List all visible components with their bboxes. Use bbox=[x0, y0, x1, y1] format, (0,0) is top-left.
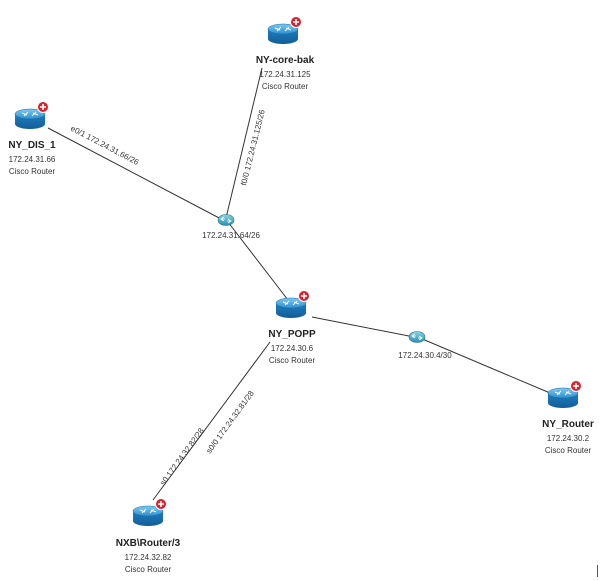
links-layer bbox=[47, 67, 551, 501]
add-badge-icon[interactable] bbox=[298, 290, 310, 302]
device-name-nxb-router-3: NXB\Router/3 bbox=[116, 538, 181, 549]
link-label-s0: s0 172.24.32.82/28 bbox=[158, 426, 206, 487]
link-label-s0-0: s0/0 172.24.32.81/28 bbox=[204, 389, 256, 456]
scroll-edge-marker bbox=[597, 565, 598, 577]
add-badge-icon[interactable] bbox=[570, 380, 582, 392]
link-ny-core-bak-to-net-31-64[interactable] bbox=[225, 67, 263, 219]
link-net-30-4-to-ny-router[interactable] bbox=[419, 337, 551, 394]
add-badge-icon[interactable] bbox=[290, 16, 302, 28]
device-name-ny-dis-1: NY_DIS_1 bbox=[8, 140, 56, 151]
device-ip-nxb-router-3: 172.24.32.82 bbox=[125, 553, 172, 562]
device-ip-ny-router: 172.24.30.2 bbox=[547, 434, 590, 443]
link-label-e0-1: e0/1 172.24.31.66/26 bbox=[69, 124, 141, 167]
device-type-nxb-router-3: Cisco Router bbox=[125, 565, 172, 574]
device-name-ny-router: NY_Router bbox=[542, 419, 594, 430]
router-icon-ny-popp[interactable] bbox=[275, 290, 310, 319]
device-name-ny-core-bak: NY-core-bak bbox=[256, 55, 315, 66]
device-name-ny-popp: NY_POPP bbox=[268, 329, 316, 340]
link-labels-layer: e0/1 172.24.31.66/26 f0/0 172.24.31.125/… bbox=[69, 108, 267, 487]
link-ny-dis-1-to-net-31-64[interactable] bbox=[47, 127, 224, 221]
router-icon-ny-core-bak[interactable] bbox=[267, 16, 302, 45]
device-type-ny-core-bak: Cisco Router bbox=[262, 82, 309, 91]
device-ip-ny-dis-1: 172.24.31.66 bbox=[9, 155, 56, 164]
router-icon-ny-router[interactable] bbox=[547, 380, 582, 409]
link-ny-popp-to-net-30-4[interactable] bbox=[311, 316, 415, 338]
network-hub-net-31-64[interactable] bbox=[217, 214, 235, 226]
device-type-ny-dis-1: Cisco Router bbox=[9, 167, 56, 176]
device-ip-ny-popp: 172.24.30.6 bbox=[271, 344, 314, 353]
device-ip-ny-core-bak: 172.24.31.125 bbox=[259, 70, 311, 79]
link-net-31-64-to-ny-popp[interactable] bbox=[227, 221, 289, 301]
network-label-net-31-64: 172.24.31.64/26 bbox=[202, 231, 260, 240]
device-type-ny-router: Cisco Router bbox=[545, 446, 592, 455]
link-ny-popp-to-nxb-router-3[interactable] bbox=[152, 341, 271, 501]
network-hub-net-30-4[interactable] bbox=[408, 331, 426, 343]
add-badge-icon[interactable] bbox=[155, 498, 167, 510]
device-type-ny-popp: Cisco Router bbox=[269, 356, 316, 365]
network-label-net-30-4: 172.24.30.4/30 bbox=[398, 351, 452, 360]
add-badge-icon[interactable] bbox=[37, 101, 49, 113]
router-icon-ny-dis-1[interactable] bbox=[14, 101, 49, 130]
router-icon-nxb-router-3[interactable] bbox=[132, 498, 167, 527]
